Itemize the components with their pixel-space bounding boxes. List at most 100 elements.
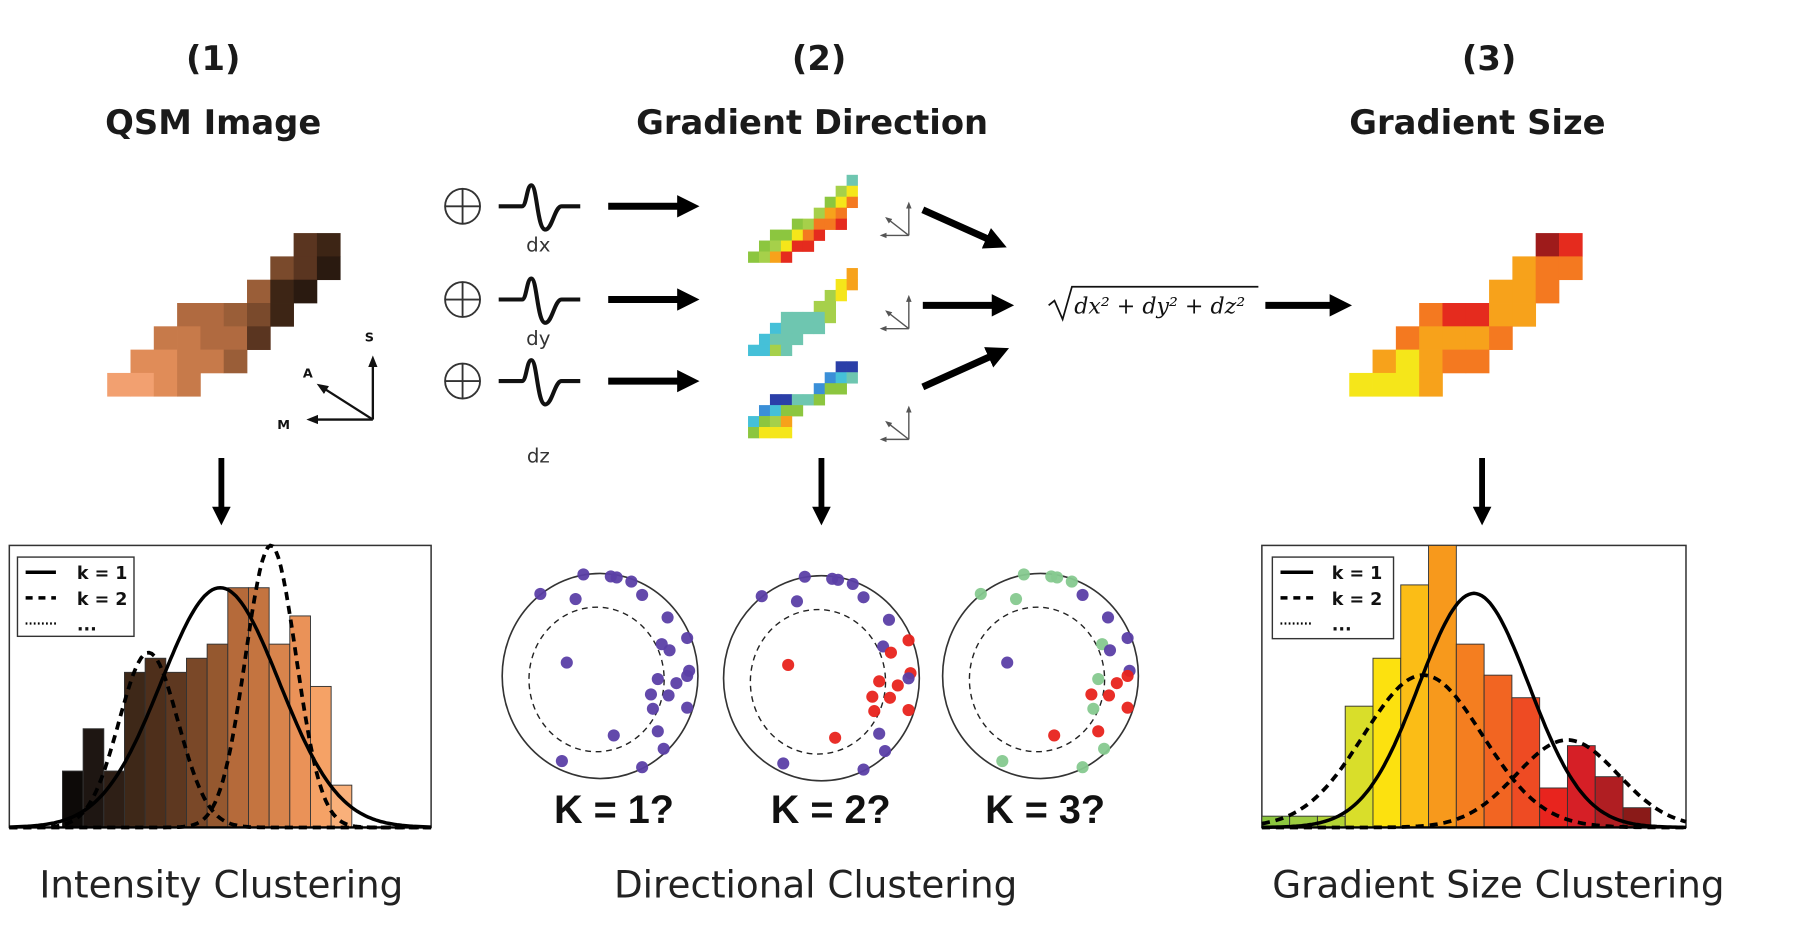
pixel (824, 372, 837, 384)
data-point (1098, 742, 1111, 755)
orientation-axes-icon (306, 355, 378, 425)
pixel (791, 394, 804, 406)
label-dx: dx (526, 234, 551, 257)
pixel (247, 326, 271, 350)
legend-k2: k = 2 (1332, 590, 1383, 610)
arrow-dz-to-formula (921, 347, 1010, 391)
pixel (1535, 233, 1560, 257)
data-point (1103, 644, 1117, 657)
data-point (657, 742, 670, 755)
histogram-bar (1455, 643, 1485, 828)
data-point (832, 573, 845, 586)
pixel (824, 207, 837, 219)
pixel (153, 326, 178, 350)
panel-1-number: (1) (186, 39, 240, 78)
legend-k1: k = 1 (77, 564, 128, 584)
pixel (200, 349, 225, 374)
pixel (177, 326, 201, 350)
direction-plot-k1 (501, 568, 699, 780)
pixel (780, 427, 793, 439)
circle-plus-icon (444, 281, 481, 318)
data-point (866, 690, 879, 703)
pixel (1489, 279, 1513, 304)
data-point (829, 731, 842, 744)
data-point (1009, 592, 1023, 606)
gradient-size-image (1349, 233, 1583, 397)
pixel (780, 344, 793, 357)
pixel (758, 416, 771, 428)
pixel (824, 383, 837, 395)
pixel (769, 251, 782, 263)
panel-1-title: QSM Image (105, 103, 321, 142)
data-point (651, 672, 664, 686)
pixel (1419, 349, 1443, 374)
panel-2-number: (2) (792, 39, 846, 78)
pixel (824, 300, 837, 313)
sqrt-symbol (1048, 285, 1259, 322)
pixel (813, 229, 826, 241)
pixel (835, 383, 847, 395)
pixel (769, 333, 782, 346)
qsm-image (107, 233, 341, 397)
outer-circle (501, 572, 699, 780)
histogram-bar (1566, 745, 1596, 828)
data-point (607, 729, 620, 742)
data-point (625, 575, 638, 588)
data-point (777, 757, 790, 770)
pixel (1395, 326, 1420, 350)
data-point (891, 679, 904, 692)
caption-gradient-size: Gradient Size Clustering (1272, 862, 1724, 906)
pixel (802, 240, 815, 252)
pixel (846, 279, 858, 291)
pixel (813, 322, 826, 335)
pixel (1489, 326, 1513, 350)
pixel (1419, 372, 1443, 397)
pixel (748, 416, 760, 428)
pixel (791, 311, 804, 324)
pixel (177, 372, 201, 397)
histogram-bar (165, 671, 187, 828)
pixel (769, 416, 782, 428)
data-point (610, 571, 623, 584)
pixel (316, 256, 341, 281)
data-point (1051, 571, 1064, 584)
data-point (681, 669, 694, 683)
histogram-bar (186, 657, 208, 828)
pixel (835, 207, 847, 219)
data-point (661, 611, 674, 624)
data-point (1102, 689, 1116, 702)
histogram-bar (1483, 674, 1513, 828)
data-point (1092, 672, 1105, 686)
pixel (177, 349, 201, 374)
data-point (1048, 729, 1061, 742)
pixel (758, 251, 771, 263)
data-point (902, 704, 915, 717)
data-point (577, 568, 590, 581)
pixel (791, 333, 804, 346)
pixel (293, 256, 318, 281)
pixel (758, 405, 771, 417)
data-point (883, 691, 897, 704)
data-point (644, 688, 658, 701)
outer-circle (941, 572, 1140, 780)
pixel (813, 300, 826, 313)
pixel (846, 185, 858, 198)
data-point (1076, 761, 1089, 774)
pixel (1489, 303, 1513, 327)
data-point (1101, 611, 1115, 624)
pixel (813, 207, 826, 219)
pixel (835, 279, 847, 291)
pixel (769, 240, 782, 252)
small-axes-icon (879, 405, 912, 443)
pixel (1442, 303, 1467, 327)
data-point (974, 587, 987, 600)
pixel (769, 322, 782, 335)
pixel (791, 240, 804, 252)
pixel (780, 311, 793, 324)
axis-label-m: M (277, 418, 290, 433)
pixel (769, 344, 782, 357)
dashed-circle (528, 606, 665, 753)
circle-plus-icon (444, 187, 481, 225)
pixel (835, 196, 847, 209)
histogram-bar (206, 643, 229, 828)
